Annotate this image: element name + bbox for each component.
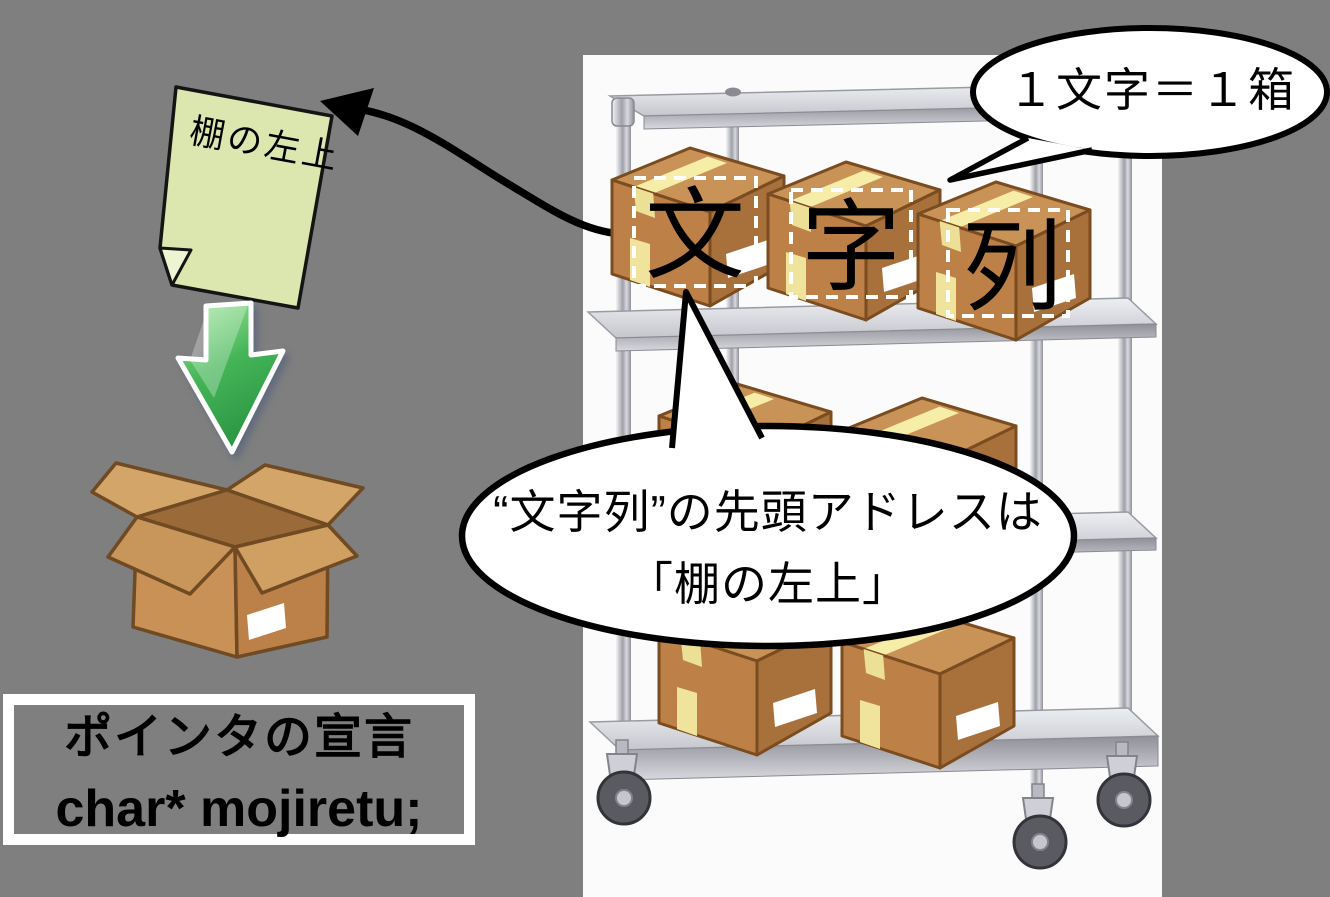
declaration-box: ポインタの宣言 char* mojiretu; xyxy=(3,694,475,845)
declaration-title: ポインタの宣言 xyxy=(64,711,414,764)
green-arrow-gloss xyxy=(190,305,248,398)
address-bubble-line2: 「棚の左上」 xyxy=(627,558,909,610)
sticky-note: 棚の左上 xyxy=(158,85,343,310)
open-box-label xyxy=(247,603,286,640)
open-box-flap-front-right xyxy=(233,523,359,595)
char-label-3: 列 xyxy=(962,212,1062,324)
char-cell-outline-3 xyxy=(946,208,1070,318)
address-arrow xyxy=(320,88,654,239)
string-box-2: 字 xyxy=(766,160,942,322)
char-label-2: 字 xyxy=(801,192,901,304)
one-char-bubble-tail xyxy=(947,135,1093,183)
string-box-1: 文 xyxy=(610,146,786,308)
char-cell-outline-1 xyxy=(632,176,758,288)
string-box-3: 列 xyxy=(916,180,1092,342)
address-bubble-tail xyxy=(669,289,765,449)
declaration-box-frame xyxy=(3,694,475,845)
green-down-arrow xyxy=(175,300,286,455)
char-cell-outline-2 xyxy=(789,188,913,299)
rack-post-front-right xyxy=(1118,104,1132,756)
shelf-screw xyxy=(725,87,741,97)
one-char-bubble-text: １文字＝１箱 xyxy=(1008,64,1296,116)
note-folded-corner xyxy=(158,246,193,287)
open-box-flap-front-left xyxy=(106,515,237,596)
one-char-one-box-bubble: １文字＝１箱 xyxy=(947,25,1330,183)
address-bubble-line1: “文字列”の先頭アドレスは xyxy=(493,486,1043,538)
open-box xyxy=(90,461,365,659)
char-label-1: 文 xyxy=(645,180,745,292)
address-arrow-curve xyxy=(346,104,654,239)
declaration-code: char* mojiretu; xyxy=(56,780,423,838)
address-speech-bubble: “文字列”の先頭アドレスは 「棚の左上」 xyxy=(458,289,1078,650)
address-arrowhead xyxy=(320,88,374,136)
